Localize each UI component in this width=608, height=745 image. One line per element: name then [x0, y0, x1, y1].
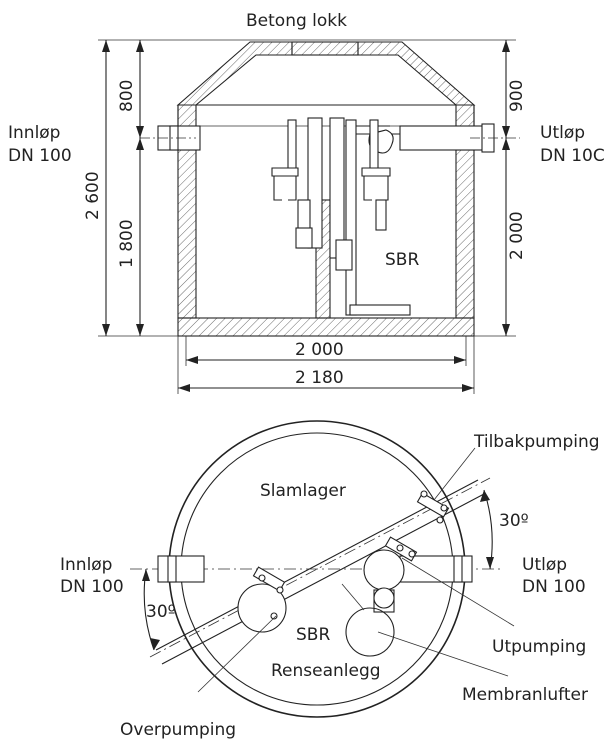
plan-view: Tilbakpumping Slamlager 30º 30º Innløp D… [60, 420, 600, 740]
membrane-aerator [345, 607, 395, 657]
angle-left-label: 30º [146, 602, 176, 622]
backflow-label: Tilbakpumping [473, 432, 600, 452]
right-dimensions [474, 40, 516, 337]
plan-left-pump [237, 566, 287, 633]
left-dimensions [98, 40, 178, 337]
sludge-label: Slamlager [260, 481, 346, 501]
plan-backflow-pump [416, 490, 450, 524]
dim-outer-width: 2 180 [295, 368, 344, 388]
treatment-label: Renseanlegg [271, 661, 381, 681]
dim-total-height: 2 600 [83, 171, 103, 220]
outlet-pipe [399, 123, 520, 153]
plan-outlet-line1: Utløp [522, 555, 567, 575]
angle-arc-left [142, 568, 160, 651]
lid-label: Betong lokk [246, 11, 347, 31]
dim-top-left: 800 [117, 80, 137, 112]
overflow-label: Overpumping [120, 720, 236, 740]
concrete-lid [176, 41, 476, 127]
outlet-label-line2: DN 10C [540, 146, 605, 166]
right-pump [361, 119, 391, 231]
plan-outlet-line2: DN 100 [522, 577, 586, 597]
angle-right-label: 30º [499, 511, 529, 531]
angle-arc-right [480, 489, 494, 570]
leader-lines [197, 447, 515, 693]
sbr-section-label: SBR [385, 250, 419, 270]
divider-wall [149, 477, 491, 665]
inlet-label-line2: DN 100 [8, 146, 72, 166]
dim-inner-width: 2 000 [295, 340, 344, 360]
left-pump [271, 119, 313, 249]
plan-inlet-pipe [157, 555, 205, 583]
pump-out-label: Utpumping [492, 637, 586, 657]
dim-top-right: 900 [507, 80, 527, 112]
inlet-pipe [140, 125, 201, 151]
tank-body [177, 125, 475, 337]
central-pipework [307, 117, 411, 316]
plan-inlet-line2: DN 100 [60, 577, 124, 597]
dim-bottom-right: 2 000 [507, 211, 527, 260]
width-dimensions [177, 336, 475, 394]
plan-inlet-line1: Innløp [60, 555, 112, 575]
aerator-label: Membranlufter [462, 685, 588, 705]
dim-bottom-left: 1 800 [117, 219, 137, 268]
outlet-label-line1: Utløp [540, 123, 585, 143]
sbr-plan-label: SBR [296, 625, 330, 645]
plan-right-pump [363, 536, 418, 613]
inlet-label-line1: Innløp [8, 123, 60, 143]
section-view: Betong lokk [8, 11, 605, 394]
